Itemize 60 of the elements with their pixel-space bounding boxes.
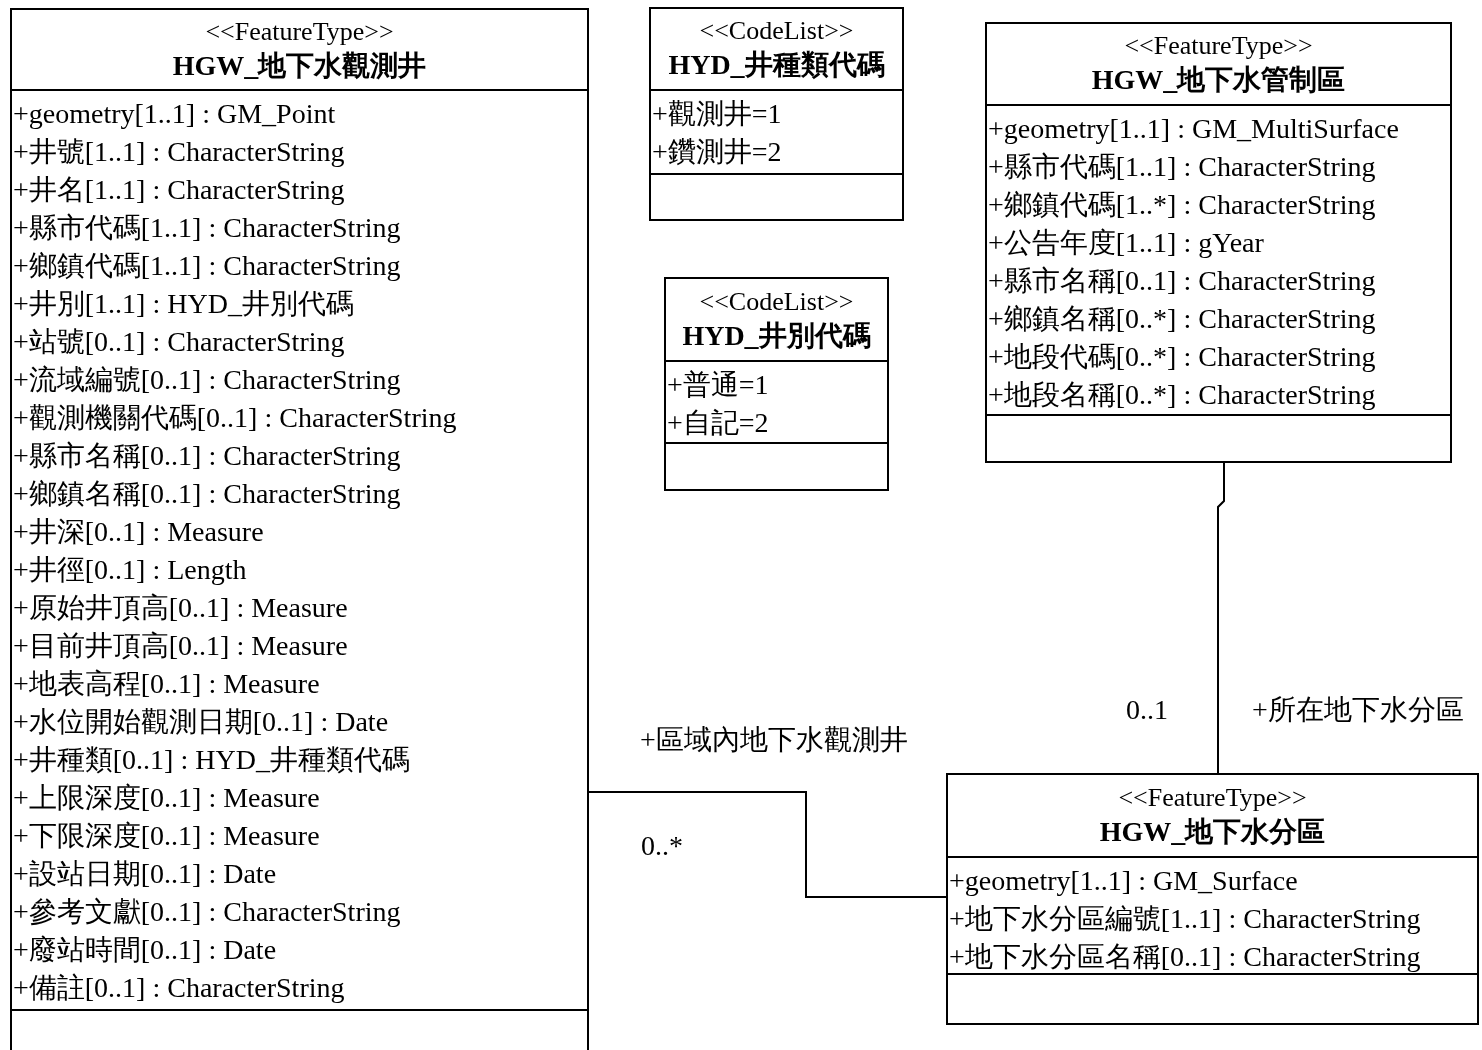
role-name: +所在地下水分區 <box>1252 693 1464 727</box>
class-name: HYD_井別代碼 <box>681 318 872 353</box>
class-name: HGW_地下水觀測井 <box>171 48 428 83</box>
association-line <box>1217 462 1225 774</box>
attribute-text: +井徑[0..1] : Length <box>12 553 248 587</box>
attribute-text: +縣市代碼[1..1] : CharacterString <box>987 150 1377 184</box>
attribute-text: +地段名稱[0..*] : CharacterString <box>987 378 1377 412</box>
attribute-text: +參考文獻[0..1] : CharacterString <box>12 895 402 929</box>
attribute-text: +geometry[1..1] : GM_Point <box>12 97 337 131</box>
attribute-text: +普通=1 <box>666 368 770 402</box>
attribute-text: +井名[1..1] : CharacterString <box>12 173 346 207</box>
attribute-text: +原始井頂高[0..1] : Measure <box>12 591 349 625</box>
attribute-text: +地段代碼[0..*] : CharacterString <box>987 340 1377 374</box>
class-box <box>649 7 904 221</box>
attribute-text: +鄉鎮名稱[0..1] : CharacterString <box>12 477 402 511</box>
attribute-text: +下限深度[0..1] : Measure <box>12 819 321 853</box>
attribute-text: +井號[1..1] : CharacterString <box>12 135 346 169</box>
attribute-text: +公告年度[1..1] : gYear <box>987 226 1265 260</box>
attribute-text: +水位開始觀測日期[0..1] : Date <box>12 705 390 739</box>
attribute-text: +地下水分區編號[1..1] : CharacterString <box>948 902 1422 936</box>
attribute-text: +目前井頂高[0..1] : Measure <box>12 629 349 663</box>
attribute-text: +地下水分區名稱[0..1] : CharacterString <box>948 940 1422 974</box>
attribute-text: +設站日期[0..1] : Date <box>12 857 278 891</box>
stereotype-label: <<FeatureType>> <box>1117 781 1308 814</box>
class-box <box>10 8 589 1050</box>
association-line <box>588 791 947 898</box>
attribute-text: +縣市名稱[0..1] : CharacterString <box>987 264 1377 298</box>
attribute-text: +地表高程[0..1] : Measure <box>12 667 321 701</box>
stereotype-label: <<CodeList>> <box>698 15 855 47</box>
stereotype-label: <<FeatureType>> <box>1123 30 1314 62</box>
attribute-text: +井種類[0..1] : HYD_井種類代碼 <box>12 743 411 777</box>
attribute-text: +觀測井=1 <box>651 97 783 131</box>
class-name: HGW_地下水分區 <box>1098 814 1327 849</box>
attribute-text: +縣市代碼[1..1] : CharacterString <box>12 211 402 245</box>
attribute-text: +鑽測井=2 <box>651 135 783 169</box>
attribute-text: +鄉鎮代碼[1..*] : CharacterString <box>987 188 1377 222</box>
attribute-text: +流域編號[0..1] : CharacterString <box>12 363 402 397</box>
class-box <box>664 277 889 491</box>
class-box <box>985 22 1452 463</box>
attribute-text: +自記=2 <box>666 406 770 440</box>
class-box <box>946 773 1479 1025</box>
attribute-text: +觀測機關代碼[0..1] : CharacterString <box>12 401 458 435</box>
attribute-text: +geometry[1..1] : GM_MultiSurface <box>987 112 1400 146</box>
class-name: HYD_井種類代碼 <box>667 48 886 82</box>
attribute-text: +井深[0..1] : Measure <box>12 515 265 549</box>
stereotype-label: <<FeatureType>> <box>204 15 395 48</box>
attribute-text: +geometry[1..1] : GM_Surface <box>948 864 1299 898</box>
attribute-text: +備註[0..1] : CharacterString <box>12 971 346 1005</box>
attribute-text: +鄉鎮代碼[1..1] : CharacterString <box>12 249 402 283</box>
attribute-text: +縣市名稱[0..1] : CharacterString <box>12 439 402 473</box>
role-name: +區域內地下水觀測井 <box>640 723 908 757</box>
stereotype-label: <<CodeList>> <box>698 285 855 318</box>
class-name: HGW_地下水管制區 <box>1090 63 1347 97</box>
attribute-text: +站號[0..1] : CharacterString <box>12 325 346 359</box>
attribute-text: +井別[1..1] : HYD_井別代碼 <box>12 287 355 321</box>
attribute-text: +廢站時間[0..1] : Date <box>12 933 278 967</box>
multiplicity-label: 0..1 <box>1126 693 1168 727</box>
attribute-text: +上限深度[0..1] : Measure <box>12 781 321 815</box>
multiplicity-label: 0..* <box>641 829 683 863</box>
attribute-text: +鄉鎮名稱[0..*] : CharacterString <box>987 302 1377 336</box>
